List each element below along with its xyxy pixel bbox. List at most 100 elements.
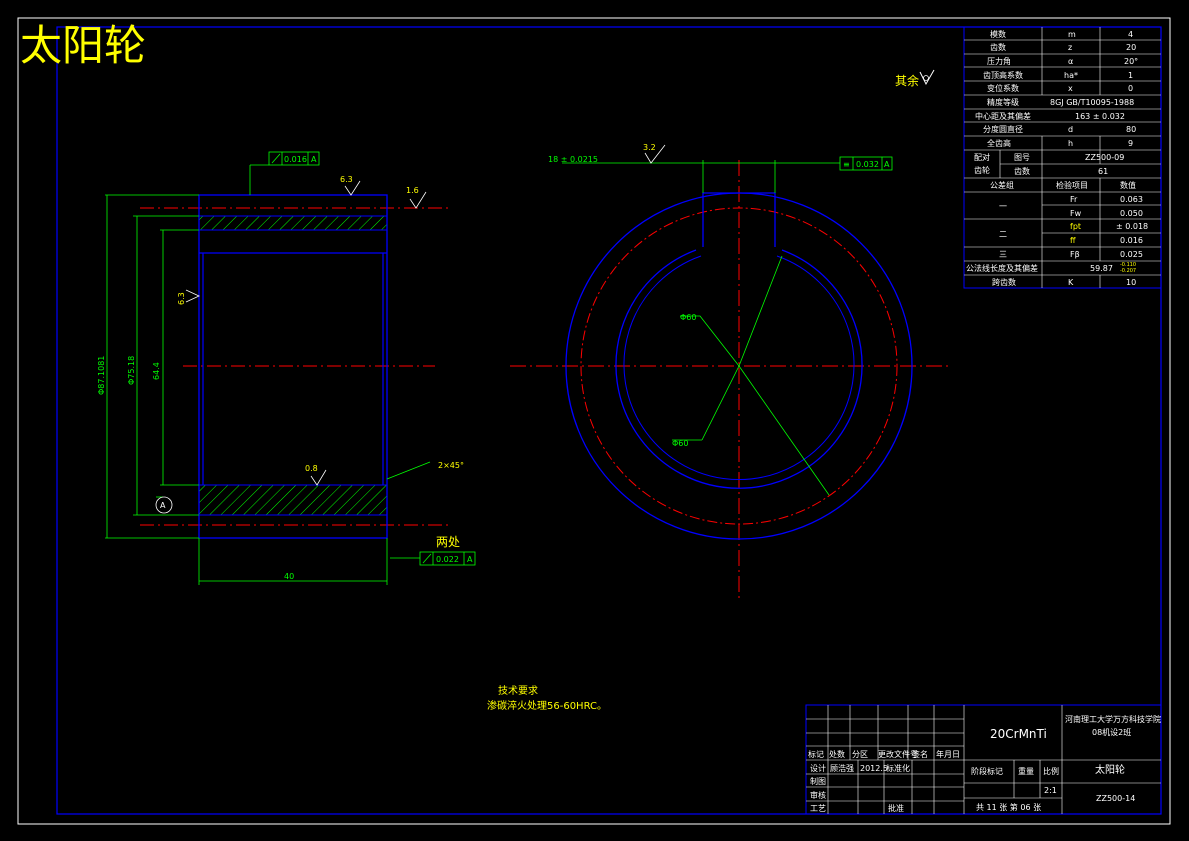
tb-row-label-4: 签名 <box>912 749 928 759</box>
tol-val-3: 0.016 <box>1120 236 1143 245</box>
common-normal-value: 59.87 <box>1090 264 1113 273</box>
tb-designer: 顾浩强 <box>830 763 854 773</box>
mating-teeth-value: 61 <box>1098 167 1108 176</box>
tol-val-1: 0.050 <box>1120 209 1143 218</box>
datum-a-label: A <box>160 501 166 510</box>
param-label-4: 变位系数 <box>987 83 1019 93</box>
param-val-2: 20° <box>1124 57 1138 66</box>
param-label-6: 中心距及其偏差 <box>975 111 1031 121</box>
tb-date: 2012.5 <box>860 764 888 773</box>
dim-width: 40 <box>284 572 294 581</box>
tb-approve: 批准 <box>888 803 904 813</box>
param-val-0: 4 <box>1128 30 1133 39</box>
runout-bottom-icon <box>422 553 432 564</box>
param-label-8: 全齿高 <box>987 138 1011 148</box>
front-view: 18 ± 0.0215 3.2 ≡ 0.032 A Φ60 Φ60 <box>510 143 950 602</box>
mating-label-1: 配对 <box>974 152 990 162</box>
keyway-roughness-icon <box>644 144 666 164</box>
param-sym-1: z <box>1068 43 1072 52</box>
datum-a-circle <box>155 496 173 514</box>
tb-row-label-3: 更改文件号 <box>878 749 918 759</box>
tb-process: 工艺 <box>810 804 826 813</box>
front-dim-bore: Φ60 <box>680 313 696 322</box>
parameter-table: 模数 m 4 齿数 z 20 压力角 α 20° 齿顶高系数 ha* 1 变位系… <box>963 26 1162 289</box>
roughness-right-icon <box>409 191 427 209</box>
other-surfaces-note: 其余 <box>895 73 919 88</box>
tb-ratio: 比例 <box>1043 766 1059 776</box>
tol-group-2: 二 <box>999 230 1007 239</box>
span-teeth-sym: K <box>1068 278 1074 287</box>
tol-val-2: ± 0.018 <box>1116 222 1148 231</box>
keyway-gdt-value: 0.032 <box>856 160 879 169</box>
tol-head-0: 公差组 <box>990 180 1014 190</box>
tol-item-0: Fr <box>1070 195 1078 204</box>
keyway-dim: 18 ± 0.0215 <box>548 155 598 164</box>
inner-frame <box>56 26 1162 815</box>
roughness-bore-icon <box>310 469 327 486</box>
runout-icon <box>271 153 281 164</box>
param-label-3: 齿顶高系数 <box>983 70 1023 80</box>
roughness-top-icon <box>344 180 361 196</box>
param-val-4: 0 <box>1128 84 1133 93</box>
tb-school: 河南理工大学万方科技学院 <box>1065 714 1161 724</box>
keyway-gdt-symbol: ≡ <box>843 160 850 169</box>
dim-bore: 64.4 <box>152 362 161 380</box>
param-sym-5: 8GJ GB/T10095-1988 <box>1050 98 1134 107</box>
param-label-1: 齿数 <box>990 42 1006 52</box>
dim-root: Φ75.18 <box>127 356 136 385</box>
tb-row-label-1: 处数 <box>829 749 845 759</box>
dim-od: Φ87.1081 <box>97 356 106 395</box>
tb-sheets: 共 11 张 第 06 张 <box>976 802 1041 812</box>
tb-row-label-5: 年月日 <box>936 749 960 759</box>
mating-label-2: 齿轮 <box>974 165 990 175</box>
param-val-8: 9 <box>1128 139 1133 148</box>
param-label-2: 压力角 <box>987 56 1011 66</box>
tol-val-0: 0.063 <box>1120 195 1143 204</box>
rough-left: 6.3 <box>177 292 186 305</box>
span-teeth-value: 10 <box>1126 278 1136 287</box>
param-sym-4: x <box>1068 84 1073 93</box>
span-teeth-label: 跨齿数 <box>992 277 1016 287</box>
param-val-1: 20 <box>1126 43 1136 52</box>
tb-std: 标准化 <box>886 763 910 773</box>
tb-material: 20CrMnTi <box>990 727 1047 741</box>
param-sym-7: d <box>1068 125 1073 134</box>
gdt-top-value: 0.016 <box>284 155 307 164</box>
mating-fig-label: 图号 <box>1014 153 1030 162</box>
tb-drawing-no: ZZ500-14 <box>1096 794 1135 803</box>
mating-fig-value: ZZ500-09 <box>1085 153 1124 162</box>
tb-scale: 2:1 <box>1044 786 1057 795</box>
drawing-title: 太阳轮 <box>20 21 146 70</box>
param-val-6: 163 ± 0.032 <box>1075 112 1125 121</box>
param-sym-0: m <box>1068 30 1076 39</box>
param-val-3: 1 <box>1128 71 1133 80</box>
gdt-top-datum: A <box>311 155 317 164</box>
common-normal-label: 公法线长度及其偏差 <box>966 263 1038 273</box>
tb-weight: 重量 <box>1018 766 1034 776</box>
param-val-7: 80 <box>1126 125 1136 134</box>
common-normal-dev-low: -0.207 <box>1120 268 1136 274</box>
tol-item-3: ff <box>1070 236 1076 245</box>
param-label-7: 分度圆直径 <box>983 124 1023 134</box>
tol-head-1: 检验项目 <box>1056 180 1088 190</box>
param-sym-8: h <box>1068 139 1073 148</box>
tb-stage: 阶段标记 <box>971 766 1003 776</box>
tol-group-4: 三 <box>999 250 1007 259</box>
other-roughness-icon <box>919 69 935 86</box>
param-sym-3: ha* <box>1064 71 1078 80</box>
mating-teeth-label: 齿数 <box>1014 166 1030 176</box>
rough-right: 1.6 <box>406 186 419 195</box>
tb-row-label-2: 分区 <box>852 750 868 759</box>
gdt-bottom-datum: A <box>467 555 473 564</box>
rough-top: 6.3 <box>340 175 353 184</box>
tol-item-4: Fβ <box>1070 250 1080 259</box>
other-roughness-circle-icon <box>923 75 929 81</box>
keyway-rough: 3.2 <box>643 143 656 152</box>
tol-item-1: Fw <box>1070 209 1082 218</box>
param-label-0: 模数 <box>990 29 1006 39</box>
tb-row-label-0: 标记 <box>808 749 824 759</box>
title-block: 20CrMnTi 河南理工大学万方科技学院 08机设2班 太阳轮 ZZ500-1… <box>805 704 1162 815</box>
tb-review: 审核 <box>810 790 826 800</box>
gdt-bottom-value: 0.022 <box>436 555 459 564</box>
